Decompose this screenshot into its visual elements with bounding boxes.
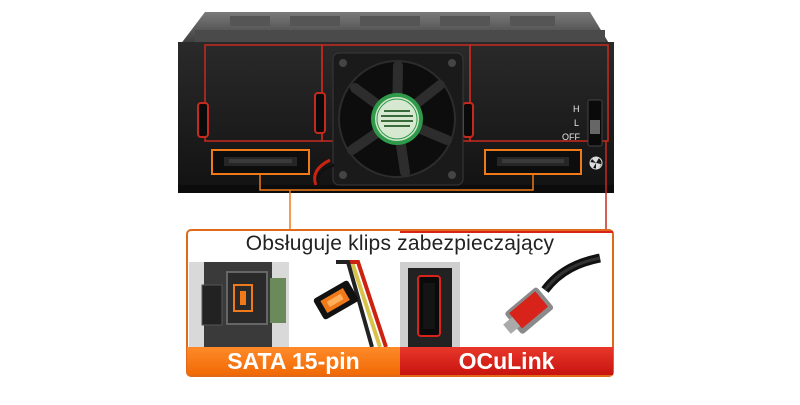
oculink-label-bar: OCuLink [400,347,613,375]
sata-leader-line [259,174,534,191]
fan-icon [313,52,464,188]
oculink-port-closeup [400,262,460,347]
bay-3-outline [469,44,609,142]
oculink-cable-plug [503,253,601,334]
callout-caption: Obsługuje klips zabezpieczający [245,232,555,255]
oculink-port [314,92,326,134]
oculink-port [197,102,209,138]
switch-label-off: OFF [562,132,580,142]
sata-connector [484,149,582,175]
switch-label-high: H [573,104,580,114]
fan-symbol-icon [589,156,603,170]
oculink-port [462,102,474,138]
switch-label-low: L [574,118,580,128]
sata-latch-closeup [189,262,289,347]
top-cage [180,12,610,45]
sata-cable-plug [313,260,388,348]
sata-label-bar: SATA 15-pin [187,347,400,375]
sata-connector [211,149,310,175]
